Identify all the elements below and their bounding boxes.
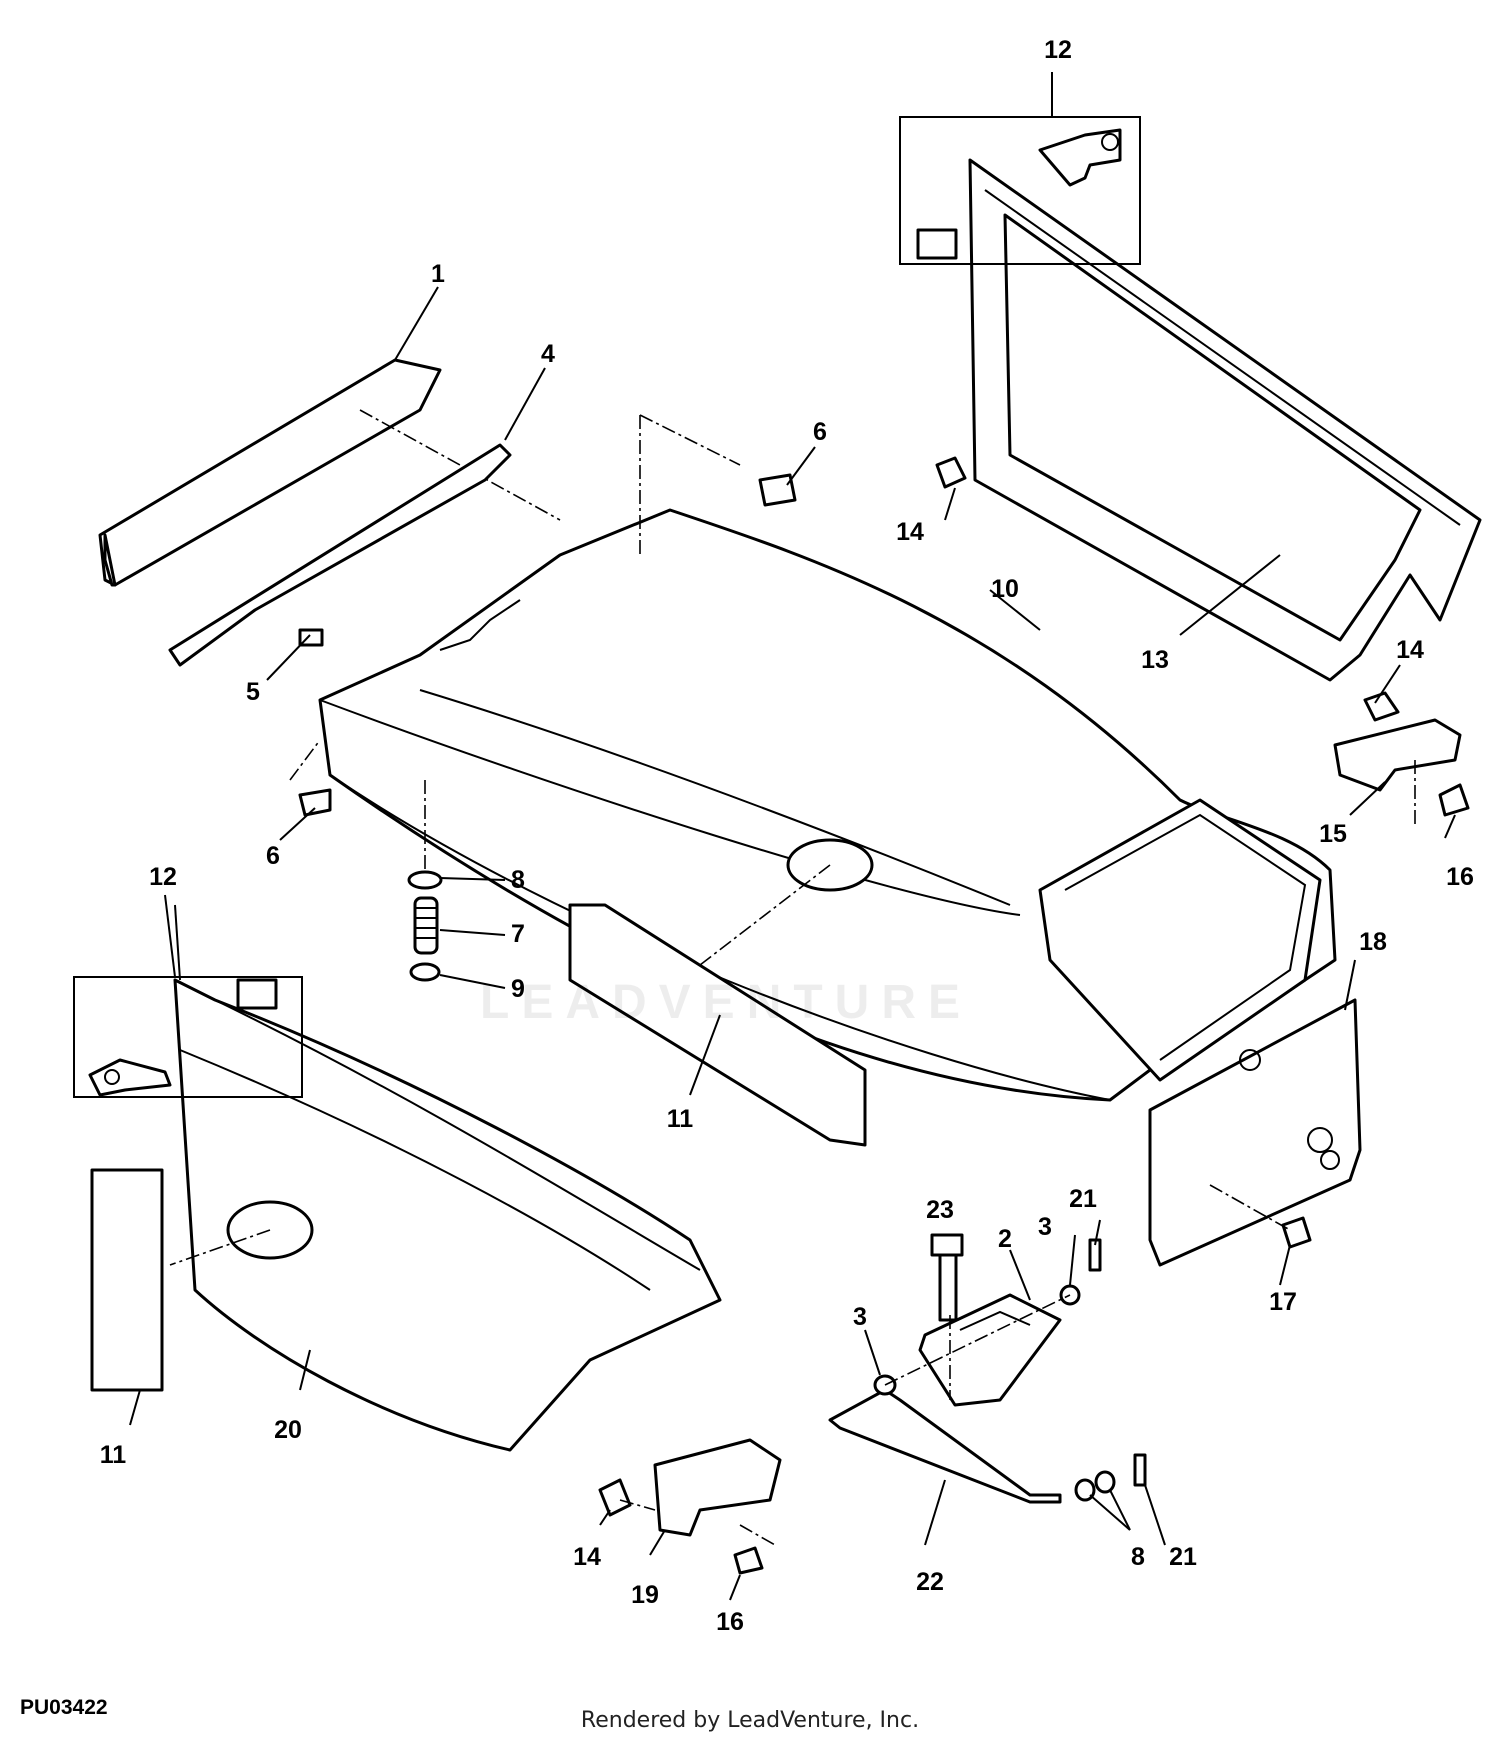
part-18-bracket: [1148, 998, 1362, 1267]
callout-13: 13: [1141, 646, 1169, 674]
callout-14: 14: [1396, 636, 1424, 664]
callout-labels: 1 2 3 3 3 4 5 6 6 7 8 8 9 10 11 11 12 12…: [100, 36, 1474, 1636]
part-20-side-panel: [169, 978, 722, 1452]
callout-7: 7: [511, 920, 525, 948]
callout-1: 1: [431, 260, 445, 288]
callout-18: 18: [1359, 928, 1387, 956]
callout-5: 5: [246, 678, 260, 706]
callout-8: 8: [511, 866, 525, 894]
render-credit: Rendered by LeadVenture, Inc.: [580, 1708, 920, 1733]
callout-11: 11: [100, 1441, 127, 1469]
callout-14: 14: [573, 1543, 601, 1571]
callout-12: 12: [149, 863, 177, 891]
callout-16: 16: [1446, 863, 1474, 891]
callout-3: 3: [853, 1303, 867, 1331]
part-22-rod: [828, 1388, 1062, 1504]
callout-6: 6: [266, 842, 280, 870]
callout-11: 11: [667, 1105, 694, 1133]
part-11-decals: [90, 903, 867, 1392]
part-10-hood: [318, 508, 1337, 1102]
callout-10: 10: [991, 575, 1019, 603]
callout-21: 21: [1069, 1185, 1097, 1213]
callout-4: 4: [541, 340, 555, 368]
callout-9: 9: [511, 975, 525, 1003]
part-19-hinge: [653, 1438, 782, 1537]
callout-15: 15: [1319, 820, 1347, 848]
callout-23: 23: [926, 1196, 954, 1224]
callout-8: 8: [1131, 1543, 1145, 1571]
callout-22: 22: [916, 1568, 944, 1596]
part-12-box-right: [899, 116, 1141, 265]
figure-id: PU03422: [20, 1696, 108, 1719]
callout-17: 17: [1269, 1288, 1297, 1316]
callout-14: 14: [896, 518, 924, 546]
part-12-box-left: [73, 976, 303, 1098]
part-15-hinge: [1333, 718, 1462, 792]
hardware: [289, 414, 1470, 1575]
callout-19: 19: [631, 1581, 659, 1609]
callout-3: 3: [1038, 1213, 1052, 1241]
part-13-side-frame: [968, 158, 1482, 682]
watermark: LEADVENTURE: [480, 976, 973, 1029]
callout-21: 21: [1169, 1543, 1197, 1571]
callout-2: 2: [998, 1225, 1012, 1253]
callout-20: 20: [274, 1416, 302, 1444]
part-4-rail: [168, 443, 512, 667]
callout-12: 12: [1044, 36, 1072, 64]
callout-16: 16: [716, 1608, 744, 1636]
callout-6: 6: [813, 418, 827, 446]
part-2-latch: [918, 1293, 1062, 1407]
leader-lines: [129, 72, 1456, 1601]
